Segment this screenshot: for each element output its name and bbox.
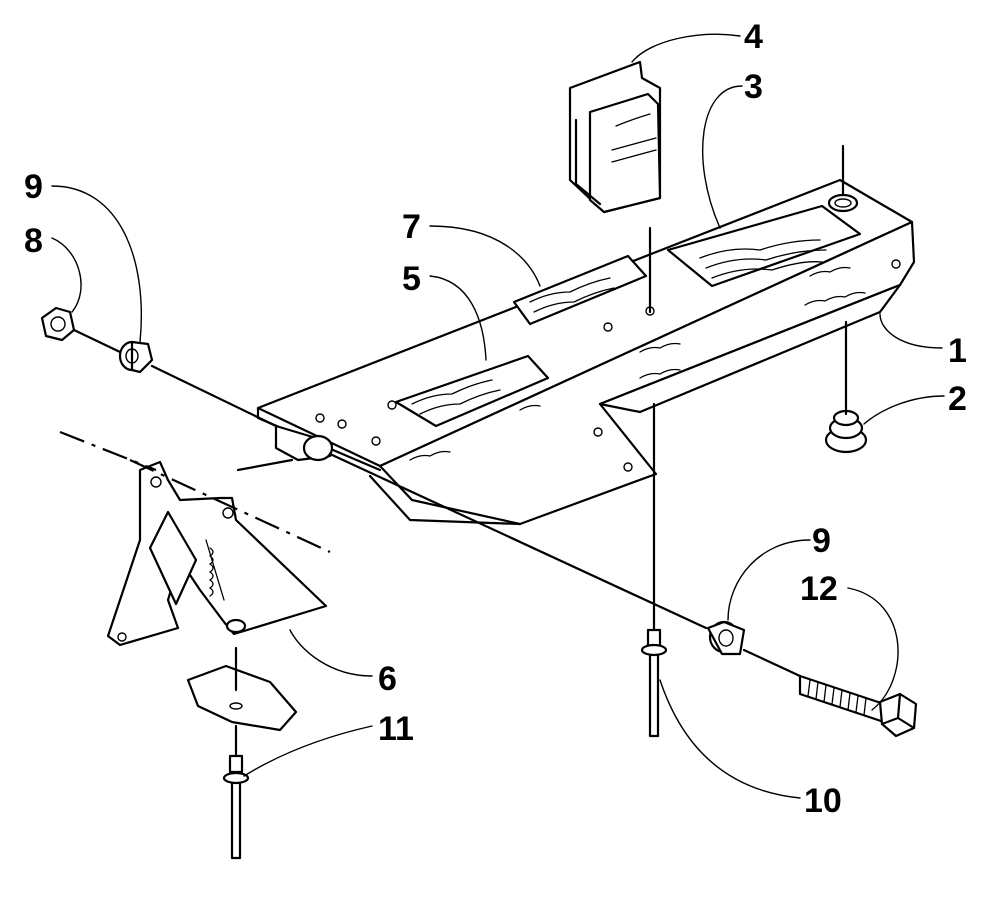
callout-3: 3 (744, 68, 763, 106)
callout-8: 8 (24, 222, 43, 260)
decal-7 (512, 254, 648, 326)
callout-9-right: 9 (812, 522, 831, 560)
grommet-2 (824, 409, 868, 454)
callout-6: 6 (378, 660, 397, 698)
callout-10: 10 (804, 782, 842, 820)
callout-5: 5 (402, 260, 421, 298)
callouts: 4 3 9 8 7 5 1 2 9 12 6 11 10 (24, 18, 967, 820)
callout-12: 12 (800, 570, 838, 608)
decal-3 (666, 204, 862, 288)
bushing-9-right (706, 620, 746, 656)
callout-11: 11 (378, 710, 414, 748)
nut-8 (40, 306, 76, 342)
assembly-lines (59, 144, 848, 758)
bushing-9-left (118, 340, 154, 374)
rivet-10 (640, 628, 668, 738)
leader-lines (51, 33, 945, 799)
rivet-11 (222, 754, 250, 860)
support-bracket-6 (106, 460, 328, 647)
bolt-12 (798, 674, 918, 738)
decal-5 (394, 354, 550, 428)
spacer-tube (274, 424, 334, 462)
callout-2: 2 (948, 380, 967, 418)
callout-4: 4 (744, 18, 763, 56)
callout-7: 7 (402, 208, 421, 246)
callout-1: 1 (948, 332, 967, 370)
clip-4 (568, 60, 662, 214)
pad (186, 664, 298, 732)
callout-9-left: 9 (24, 168, 43, 206)
